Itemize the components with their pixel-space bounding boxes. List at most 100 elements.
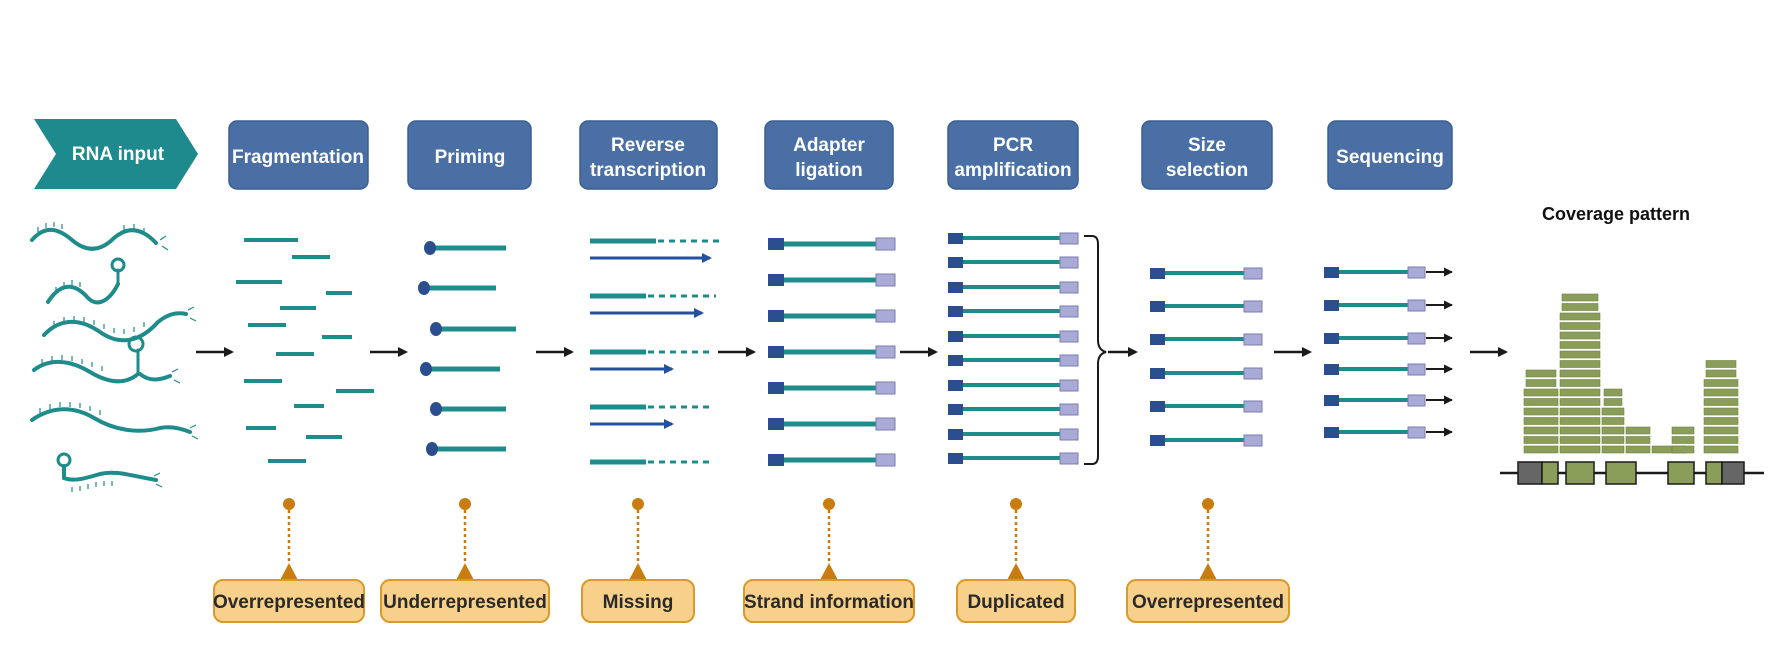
coverage-read	[1559, 436, 1601, 444]
primer-icon	[426, 442, 438, 456]
pointer-triangle	[1006, 563, 1026, 582]
gene-model	[1500, 461, 1764, 485]
ligated-fragments	[768, 237, 896, 467]
step-pcr-amplification: PCR amplification	[947, 120, 1079, 190]
primer-icon	[430, 322, 442, 336]
coverage-read	[1559, 398, 1601, 406]
rna-strand-4c	[138, 372, 172, 382]
coverage-read	[1703, 445, 1739, 454]
coverage-read	[1523, 417, 1559, 425]
step-label-line-2: amplification	[954, 160, 1071, 181]
rna-strand-3	[42, 311, 188, 343]
coverage-read	[1671, 436, 1695, 444]
coverage-read	[1703, 398, 1739, 406]
rna-strand-5	[30, 407, 192, 434]
coverage-read	[1703, 379, 1739, 387]
coverage-read	[1703, 426, 1739, 435]
step-box	[1327, 120, 1453, 190]
bias-label: Overrepresented	[213, 592, 365, 613]
coverage-read	[1523, 426, 1559, 435]
bias-label: Strand information	[744, 592, 914, 613]
step-sequencing: Sequencing	[1327, 120, 1453, 190]
coverage-read	[1559, 369, 1601, 378]
bias-label: Underrepresented	[383, 592, 547, 613]
step-priming: Priming	[407, 120, 532, 190]
fragments	[236, 238, 374, 463]
primer-icon	[420, 362, 432, 376]
step-adapter-ligation: Adapter ligation	[764, 120, 894, 190]
step-size-selection: Size selection	[1141, 120, 1273, 190]
coverage-read	[1523, 445, 1559, 454]
exon	[1667, 461, 1695, 485]
pointer-triangle	[819, 563, 839, 582]
bias-label: Overrepresented	[1132, 592, 1284, 613]
primer-icon	[430, 402, 442, 416]
pointer-triangle	[455, 563, 475, 582]
coverage-read	[1601, 426, 1625, 435]
step-label-line-2: selection	[1166, 160, 1248, 181]
bias-callout: Underrepresented	[380, 498, 550, 623]
stem-loop-icon	[127, 335, 145, 353]
coverage-read	[1559, 312, 1601, 321]
step-label: Fragmentation	[232, 147, 364, 168]
step-reverse-transcription: Reverse transcription	[579, 120, 718, 190]
bias-box	[743, 579, 915, 623]
step-rna-input: RNA input	[34, 119, 198, 189]
bias-box	[1126, 579, 1290, 623]
coverage-read	[1559, 388, 1601, 397]
exon	[1565, 461, 1595, 485]
coverage-read	[1559, 407, 1601, 416]
rna-input-chevron	[34, 119, 198, 189]
step-label-line-1: PCR	[993, 135, 1033, 156]
exon-end	[1721, 461, 1745, 485]
rna-strand-1	[30, 227, 158, 251]
step-label: Sequencing	[1336, 147, 1444, 168]
rna-strand-6	[62, 464, 158, 482]
coverage-read	[1559, 379, 1601, 387]
connector-dot	[1202, 498, 1214, 510]
bias-callout: Overrepresented	[1126, 498, 1290, 623]
coverage-read	[1559, 350, 1601, 359]
stem-loop-icon	[56, 452, 72, 468]
step-label-line-1: Adapter	[793, 135, 865, 156]
connector-dot	[459, 498, 471, 510]
coverage-read	[1671, 426, 1695, 435]
rna-molecules	[30, 227, 192, 482]
coverage-read	[1561, 293, 1599, 302]
coverage-read	[1703, 417, 1739, 425]
coverage-read	[1525, 379, 1557, 387]
coverage-read	[1601, 436, 1625, 444]
coverage-read	[1559, 445, 1601, 454]
coverage-read	[1601, 417, 1625, 425]
step-box	[947, 120, 1079, 190]
bias-label: Duplicated	[967, 592, 1064, 613]
coverage-read	[1523, 407, 1559, 416]
coverage-read	[1559, 417, 1601, 425]
coverage-read	[1603, 388, 1623, 397]
rna-strand-2	[46, 282, 120, 305]
coverage-read	[1559, 426, 1601, 435]
coverage-read	[1559, 322, 1601, 330]
bias-box	[581, 579, 695, 623]
bias-box	[213, 579, 365, 623]
rna-ticks	[37, 222, 199, 492]
bias-box	[956, 579, 1076, 623]
coverage-read	[1523, 388, 1559, 397]
stem-loop-icon	[110, 257, 126, 273]
connector-dot	[283, 498, 295, 510]
coverage-read	[1523, 436, 1559, 444]
primer-icon	[424, 241, 436, 255]
bias-callout: Duplicated	[956, 498, 1076, 623]
bias-callout: Strand information	[743, 498, 915, 623]
bias-box	[380, 579, 550, 623]
rt-missing-segments	[648, 239, 722, 464]
coverage-read	[1561, 303, 1599, 311]
cdna-arrows	[590, 253, 712, 429]
step-label-line-2: ligation	[795, 160, 863, 181]
bias-callout: Missing	[581, 498, 695, 623]
coverage-read	[1625, 426, 1651, 435]
step-box	[228, 120, 369, 190]
coverage-read	[1525, 369, 1557, 378]
step-label-line-1: Size	[1188, 135, 1226, 156]
